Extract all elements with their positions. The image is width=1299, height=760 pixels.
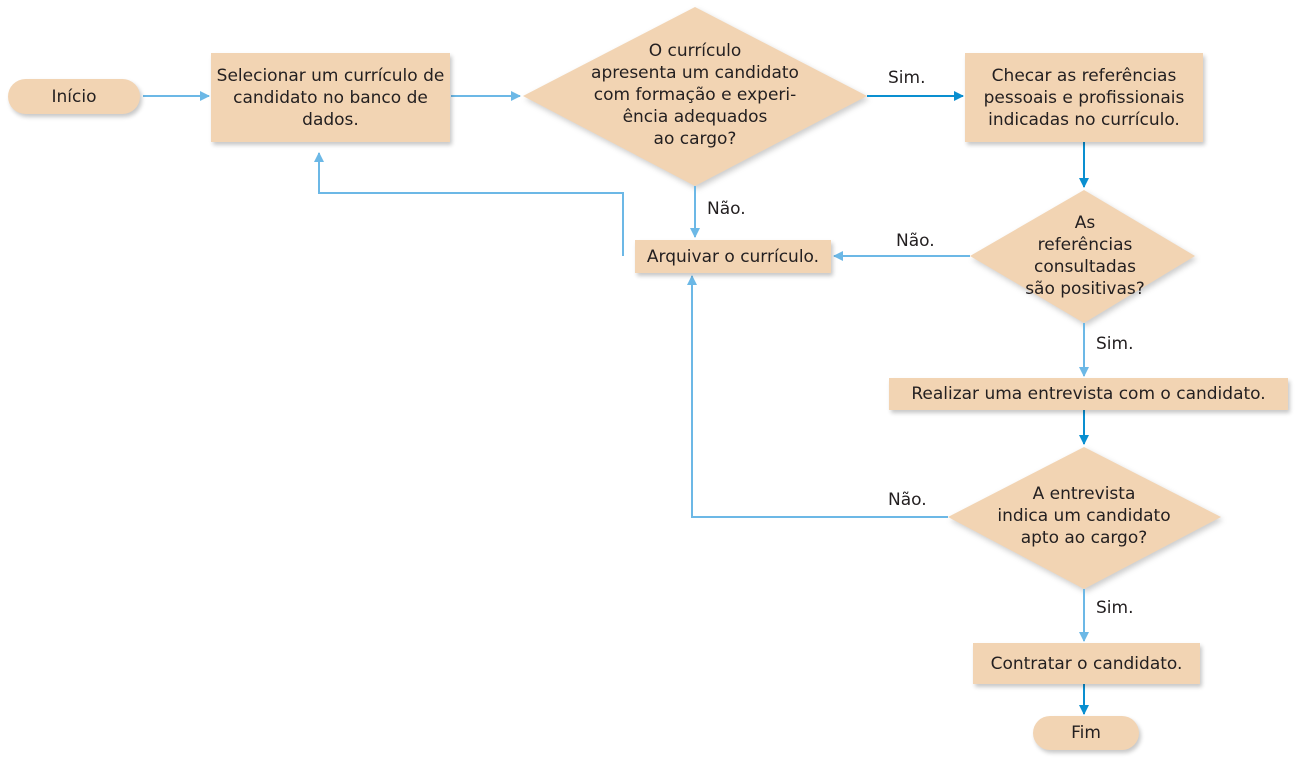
start-node: Início [8,79,140,114]
decision1-line: ência adequados [622,107,768,127]
decision1-line: O currículo [648,41,742,61]
arrow-archive-to-select [314,152,624,256]
decision2-line: são positivas? [1025,279,1145,299]
decision3-line: apto ao cargo? [1020,528,1148,548]
decision3-no-label: Não. [888,490,927,510]
archive-resume-node: Arquivar o currículo. [635,240,831,273]
decision2-shape [970,190,1195,323]
decision2-line: As [1074,213,1096,233]
decision1-text: O currículo apresenta um candidato com f… [565,30,825,160]
hire-node: Contratar o candidato. [973,643,1200,684]
check-references-node: Checar as referências pessoais e profiss… [965,53,1203,142]
end-label: Fim [1071,723,1101,743]
decision2-text: As referências consultadas são positivas… [1010,200,1160,312]
decision1-line: ao cargo? [653,129,737,149]
end-node: Fim [1033,716,1139,750]
decision2-line: consultadas [1033,257,1136,277]
decision1-shape [523,7,867,186]
decision1-yes-label: Sim. [888,68,926,88]
interview-node: Realizar uma entrevista com o candidato. [889,378,1288,410]
decision2-line: referências [1037,235,1133,255]
decision1-no-label: Não. [707,199,746,219]
start-label: Início [51,86,97,107]
decision1-line: apresenta um candidato [591,63,799,83]
decision2-yes-label: Sim. [1096,334,1134,354]
decision3-yes-label: Sim. [1096,598,1134,618]
select-resume-node: Selecionar um currículo de candidato no … [211,53,450,142]
check-references-label: Checar as referências pessoais e profiss… [983,65,1185,130]
decision3-shape [948,447,1221,589]
decision3-line: A entrevista [1032,484,1136,504]
archive-resume-label: Arquivar o currículo. [646,246,820,267]
hire-label: Contratar o candidato. [990,653,1183,674]
decision3-line: indica um candidato [997,506,1171,526]
decision2-no-label: Não. [896,231,935,251]
arrow-decision3-no [687,275,948,518]
interview-label: Realizar uma entrevista com o candidato. [911,384,1266,404]
select-resume-label: Selecionar um currículo de candidato no … [216,65,445,130]
decision3-text: A entrevista indica um candidato apto ao… [980,470,1188,562]
decision1-line: com formação e experi- [593,85,797,105]
